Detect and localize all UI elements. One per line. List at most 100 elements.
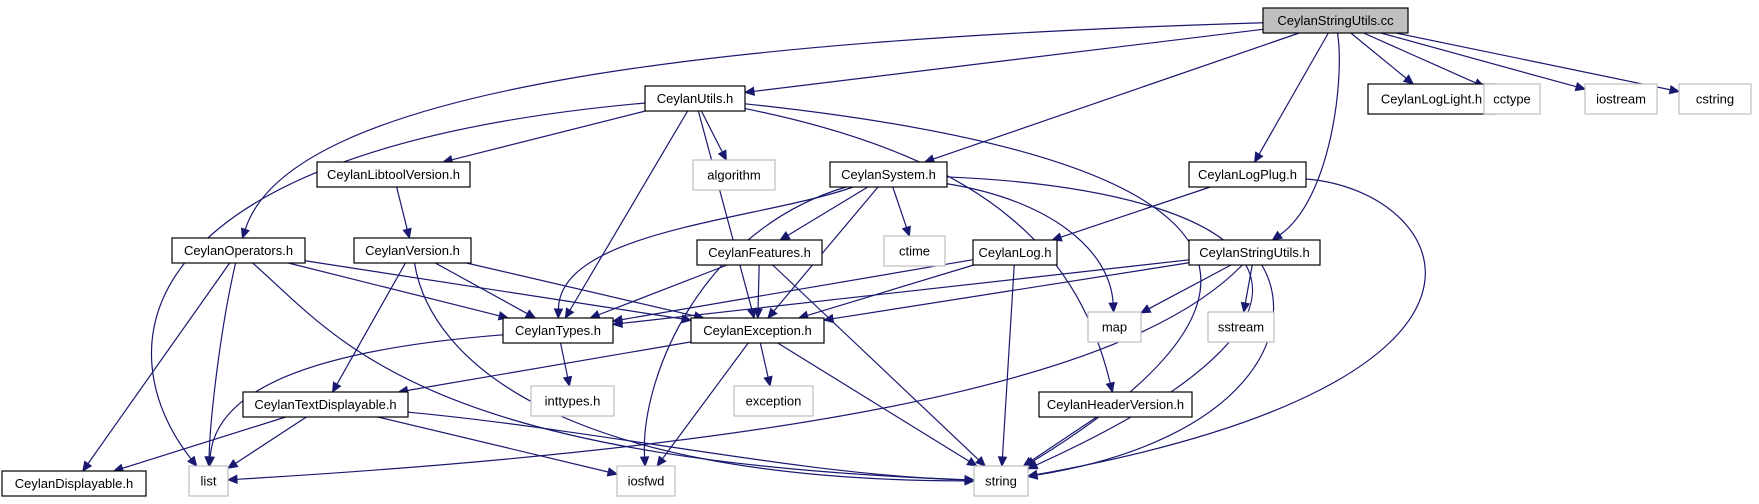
arrowhead-system-to-iosfwd: [639, 456, 650, 468]
node-label-libtool: CeylanLibtoolVersion.h: [327, 167, 460, 182]
edge-exception-to-exceptionstd: [759, 342, 769, 378]
node-label-list: list: [201, 474, 217, 489]
arrowhead-root-to-cstring: [1668, 84, 1681, 95]
edge-version-to-exception: [466, 262, 695, 317]
node-stringutils[interactable]: CeylanStringUtils.h: [1188, 239, 1321, 266]
arrowhead-system-to-ctime: [901, 225, 911, 238]
edge-system-to-iosfwd: [643, 186, 847, 458]
node-root[interactable]: CeylanStringUtils.cc: [1262, 7, 1409, 34]
node-cstring: cstring: [1678, 83, 1752, 115]
arrowhead-stringutils-to-string: [1026, 470, 1039, 480]
edge-operators-to-string: [252, 262, 966, 481]
edge-utils-to-algorithm: [700, 110, 723, 153]
edge-root-to-stringutils: [1279, 32, 1340, 236]
arrowhead-features-to-exception: [753, 308, 763, 320]
node-sstream: sstream: [1207, 311, 1275, 343]
arrowhead-root-to-logplug: [1254, 151, 1264, 164]
edge-system-to-ctime: [892, 186, 908, 228]
arrowhead-libtool-to-version: [402, 227, 412, 240]
node-logplug[interactable]: CeylanLogPlug.h: [1188, 161, 1307, 188]
node-label-iosfwd: iosfwd: [628, 474, 665, 489]
arrowhead-system-to-map: [1108, 302, 1118, 314]
node-label-iostream: iostream: [1596, 92, 1646, 107]
node-box-cstring: [1678, 83, 1752, 115]
node-headerversion[interactable]: CeylanHeaderVersion.h: [1038, 391, 1193, 418]
edge-operators-to-exception: [304, 260, 683, 320]
node-box-libtool: [316, 161, 471, 188]
edge-exception-to-textdisp: [407, 341, 692, 392]
node-label-cctype: cctype: [1493, 92, 1531, 107]
arrowhead-version-to-textdisp: [331, 381, 342, 394]
edge-features-to-types: [598, 264, 728, 316]
edge-version-to-types: [434, 262, 528, 315]
node-label-map: map: [1102, 320, 1127, 335]
node-loglight[interactable]: CeylanLogLight.h: [1367, 83, 1496, 115]
edge-root-to-loglight: [1350, 32, 1407, 79]
arrowhead-root-to-iostream: [1574, 81, 1587, 92]
edge-textdisp-to-iosfwd: [377, 416, 609, 473]
arrowhead-operators-to-displayable: [82, 460, 93, 473]
arrowhead-textdisp-to-string: [964, 475, 976, 485]
node-box-cctype: [1483, 83, 1541, 115]
edge-types-to-inttypes: [559, 342, 569, 378]
node-label-version: CeylanVersion.h: [365, 243, 460, 258]
arrowhead-exception-to-string: [966, 456, 978, 467]
node-operators[interactable]: CeylanOperators.h: [171, 237, 306, 264]
node-iostream: iostream: [1584, 83, 1658, 115]
node-libtool[interactable]: CeylanLibtoolVersion.h: [316, 161, 471, 188]
edge-version-to-string: [413, 262, 966, 482]
arrowhead-stringutils-to-sstream: [1240, 301, 1251, 314]
arrowhead-utils-to-list: [187, 455, 198, 467]
arrowhead-stringutils-to-list: [226, 474, 238, 485]
arrowhead-types-to-inttypes: [562, 375, 573, 388]
edge-operators-to-list: [208, 262, 237, 458]
edge-logplug-to-string: [1036, 178, 1426, 476]
node-version[interactable]: CeylanVersion.h: [353, 237, 472, 264]
node-features[interactable]: CeylanFeatures.h: [696, 239, 823, 266]
node-box-exceptionstd: [733, 385, 814, 417]
node-box-textdisp: [242, 391, 409, 418]
node-types[interactable]: CeylanTypes.h: [502, 317, 614, 344]
edge-libtool-to-version: [396, 186, 408, 230]
edge-root-to-cctype: [1363, 32, 1477, 84]
edge-logplug-to-log: [1060, 186, 1211, 238]
arrowhead-features-to-string: [974, 456, 987, 467]
node-box-loglight: [1367, 83, 1496, 115]
edge-root-to-logplug: [1258, 32, 1329, 155]
node-utils[interactable]: CeylanUtils.h: [644, 85, 746, 112]
node-displayable[interactable]: CeylanDisplayable.h: [1, 470, 147, 497]
node-system[interactable]: CeylanSystem.h: [829, 161, 948, 188]
edge-headerversion-to-string: [1030, 416, 1098, 462]
node-textdisp[interactable]: CeylanTextDisplayable.h: [242, 391, 409, 418]
node-label-exceptionstd: exception: [746, 394, 802, 409]
arrowhead-headerversion-to-string: [1022, 456, 1034, 467]
arrowhead-exception-to-exceptionstd: [763, 375, 773, 388]
node-box-inttypes: [530, 385, 615, 417]
edge-features-to-exception: [757, 264, 760, 310]
node-label-cstring: cstring: [1696, 92, 1734, 107]
node-log[interactable]: CeylanLog.h: [972, 239, 1058, 266]
arrowhead-version-to-types: [524, 309, 537, 319]
node-label-sstream: sstream: [1218, 320, 1264, 335]
arrowhead-utils-to-types: [564, 307, 575, 320]
node-box-list: [188, 465, 229, 497]
node-box-iosfwd: [616, 465, 676, 497]
edge-textdisp-to-displayable: [122, 416, 286, 469]
node-label-logplug: CeylanLogPlug.h: [1198, 167, 1297, 182]
arrowhead-textdisp-to-iosfwd: [606, 467, 619, 477]
node-label-loglight: CeylanLogLight.h: [1381, 92, 1482, 107]
node-box-root: [1262, 7, 1409, 34]
edge-utils-to-libtool: [451, 110, 646, 161]
arrowhead-exception-to-iosfwd: [656, 455, 667, 467]
node-label-textdisp: CeylanTextDisplayable.h: [254, 397, 396, 412]
arrowhead-system-to-exception: [767, 307, 778, 319]
arrowhead-root-to-loglight: [1402, 74, 1415, 85]
node-exception[interactable]: CeylanException.h: [690, 317, 825, 344]
arrowhead-textdisp-to-list: [226, 459, 239, 469]
node-label-headerversion: CeylanHeaderVersion.h: [1047, 397, 1184, 412]
node-label-inttypes: inttypes.h: [545, 394, 601, 409]
node-label-root: CeylanStringUtils.cc: [1277, 13, 1394, 28]
edge-log-to-types: [621, 259, 974, 321]
